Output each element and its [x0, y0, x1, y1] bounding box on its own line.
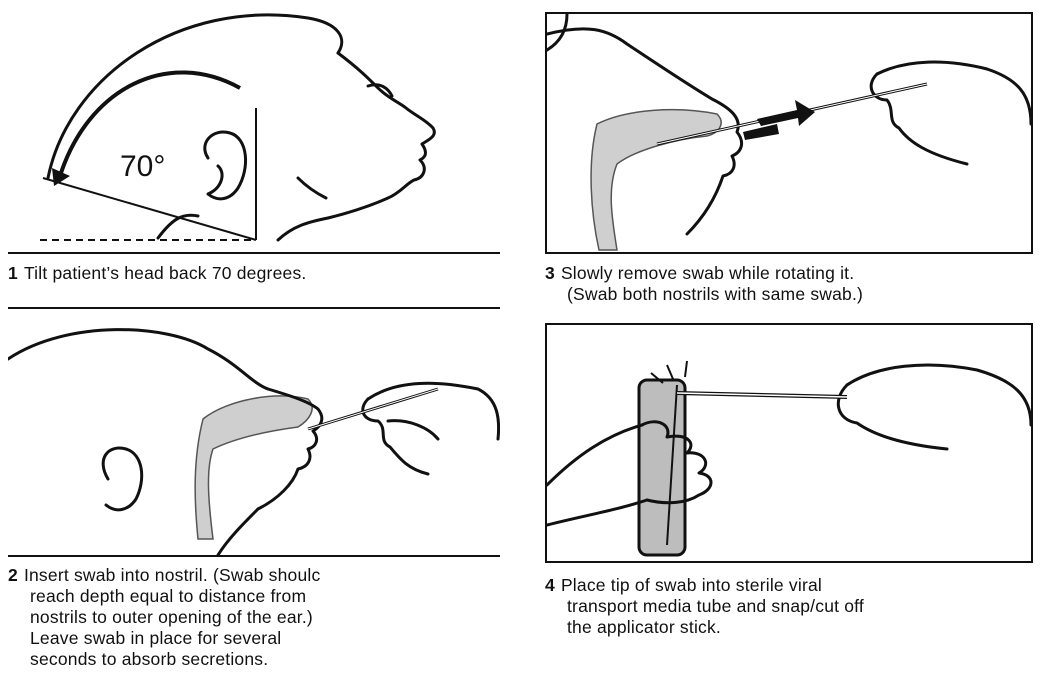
step-4-text-line-1: Place tip of swab into sterile viral [561, 575, 822, 595]
step-3-text-line-2: (Swab both nostrils with same swab.) [545, 284, 863, 305]
step-2-text-line-3: nostrils to outer opening of the ear.) [8, 607, 320, 628]
head-tilt-drawing: 70° [8, 8, 500, 254]
step-1-caption: 1 Tilt patient’s head back 70 degrees. [8, 263, 306, 284]
transport-tube [639, 380, 685, 555]
step-1-text: Tilt patient’s head back 70 degrees. [24, 263, 307, 283]
rotation-arrow-icon [743, 100, 815, 140]
step-1-illustration: 70° [8, 8, 500, 254]
step-3-number: 3 [545, 263, 555, 283]
swab-remove-drawing [547, 14, 1031, 252]
step-1-number: 1 [8, 263, 18, 283]
step-2-number: 2 [8, 565, 18, 585]
step-2-text-line-2: reach depth equal to distance from [8, 586, 320, 607]
step-4-caption: 4 Place tip of swab into sterile viral tr… [545, 575, 864, 638]
tube-snap-drawing [547, 325, 1031, 561]
step-4-text-line-3: the applicator stick. [545, 617, 864, 638]
step-3-illustration [545, 12, 1033, 254]
step-3-text-line-1: Slowly remove swab while rotating it. [561, 263, 854, 283]
angle-label: 70° [120, 150, 165, 183]
swab-insert-drawing [8, 309, 500, 557]
step-2-text-line-1: Insert swab into nostril. (Swab shoulc [24, 565, 320, 585]
step-2-text-line-5: seconds to absorb secretions. [8, 649, 320, 670]
step-4-text-line-2: transport media tube and snap/cut off [545, 596, 864, 617]
step-3-caption: 3 Slowly remove swab while rotating it. (… [545, 263, 863, 305]
step-4-illustration [545, 323, 1033, 563]
step-2-illustration [8, 307, 500, 557]
step-4-number: 4 [545, 575, 555, 595]
step-2-text-line-4: Leave swab in place for several [8, 628, 320, 649]
